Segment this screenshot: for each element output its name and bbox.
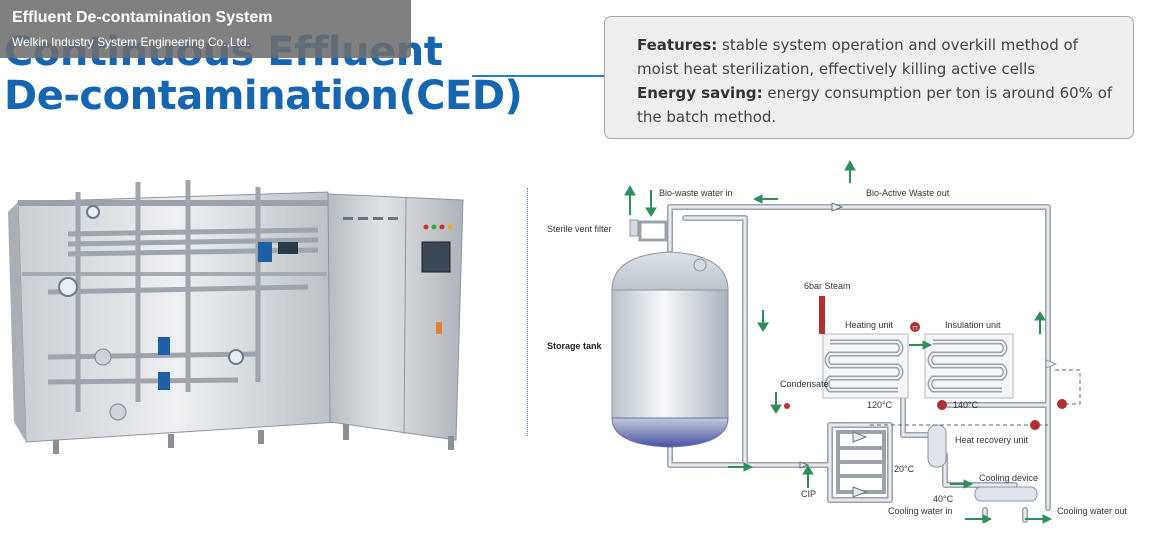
- overlay-title: Effluent De-contamination System: [12, 9, 273, 26]
- feet: [53, 424, 454, 454]
- condensate-valve: [784, 403, 790, 409]
- arrow-right-bottom: [728, 462, 754, 472]
- arrow-left-top: [752, 194, 778, 204]
- features-label: Features:: [637, 36, 718, 54]
- control-valve: [1045, 359, 1058, 369]
- storage-tank: [611, 219, 729, 448]
- energy-paragraph: Energy saving: energy consumption per to…: [637, 81, 1119, 129]
- insulation-unit: [924, 333, 1014, 399]
- control-lines: [870, 369, 1081, 426]
- label-sterile-vent-filter: Sterile vent filter: [547, 224, 612, 234]
- label-40c: 40°C: [933, 494, 954, 504]
- features-box: Features: stable system operation and ov…: [604, 16, 1134, 139]
- arrow-right-water-out: [1025, 514, 1053, 524]
- arrow-right-water-in: [965, 514, 993, 524]
- arrow-up-bio-waste: [624, 184, 636, 215]
- diagram-labels: Bio-waste water in Bio-Active Waste out …: [547, 188, 1128, 516]
- cooling-device: [974, 486, 1038, 502]
- label-heating-unit: Heating unit: [845, 320, 894, 330]
- label-condensate: Condensate: [780, 379, 829, 389]
- check-valves: [799, 202, 868, 498]
- label-cip: CIP: [801, 489, 816, 499]
- tt-sensor-heating-label: TT: [912, 326, 918, 332]
- label-steam: 6bar Steam: [804, 281, 851, 291]
- label-120c: 120°C: [867, 400, 893, 410]
- arrow-up-active-out: [844, 159, 856, 183]
- label-bio-waste-in: Bio-waste water in: [659, 188, 733, 198]
- tt-sensor-recovery: [1030, 420, 1040, 430]
- equipment-illustration: [8, 180, 464, 454]
- label-cooling-water-out: Cooling water out: [1057, 506, 1128, 516]
- arrow-right-cooling: [950, 479, 974, 489]
- features-text: stable system operation and overkill met…: [637, 36, 1078, 78]
- overlay-subtitle: Welkin Industry System Engineering Co.,L…: [12, 35, 250, 49]
- arrow-up-right-pipe: [1034, 311, 1046, 334]
- label-insulation-unit: Insulation unit: [945, 320, 1001, 330]
- pipe-bundle: [47, 180, 319, 412]
- label-storage-tank: Storage tank: [547, 341, 603, 351]
- label-bio-active-out: Bio-Active Waste out: [866, 188, 950, 198]
- connector-line: [472, 75, 604, 77]
- label-20c: 20°C: [894, 464, 915, 474]
- arrow-up-cip: [802, 465, 814, 488]
- label-cooling-device: Cooling device: [979, 473, 1038, 483]
- heating-unit: [822, 333, 909, 399]
- tt-sensor-right: [1057, 399, 1067, 409]
- energy-text: energy consumption per ton is around 60%…: [637, 84, 1113, 126]
- heat-recovery-unit: [836, 424, 947, 494]
- steam-pipe: [819, 296, 825, 334]
- control-cabinet: [327, 193, 464, 441]
- tt-sensors: TT: [910, 322, 1067, 430]
- label-cooling-water-in: Cooling water in: [888, 506, 953, 516]
- divider-line: [527, 188, 528, 436]
- features-paragraph: Features: stable system operation and ov…: [637, 33, 1119, 81]
- caption-overlay: Effluent De-contamination System Welkin …: [0, 0, 411, 58]
- label-heat-recovery-unit: Heat recovery unit: [955, 435, 1029, 445]
- tt-sensor-heating: [910, 322, 920, 332]
- flow-arrows: [624, 159, 1053, 524]
- energy-label: Energy saving:: [637, 84, 763, 102]
- filter-valve-block: [638, 220, 668, 242]
- arrow-right-heating: [909, 340, 933, 350]
- arrow-down-condensate: [770, 392, 782, 414]
- title-line-2: De-contamination(CED): [4, 73, 523, 119]
- tt-sensor-140: [937, 400, 947, 410]
- arrow-down-bio-waste: [645, 190, 657, 217]
- label-140c: 140°C: [953, 400, 979, 410]
- arrow-down-left-pipe: [757, 310, 769, 332]
- valves: [58, 205, 298, 421]
